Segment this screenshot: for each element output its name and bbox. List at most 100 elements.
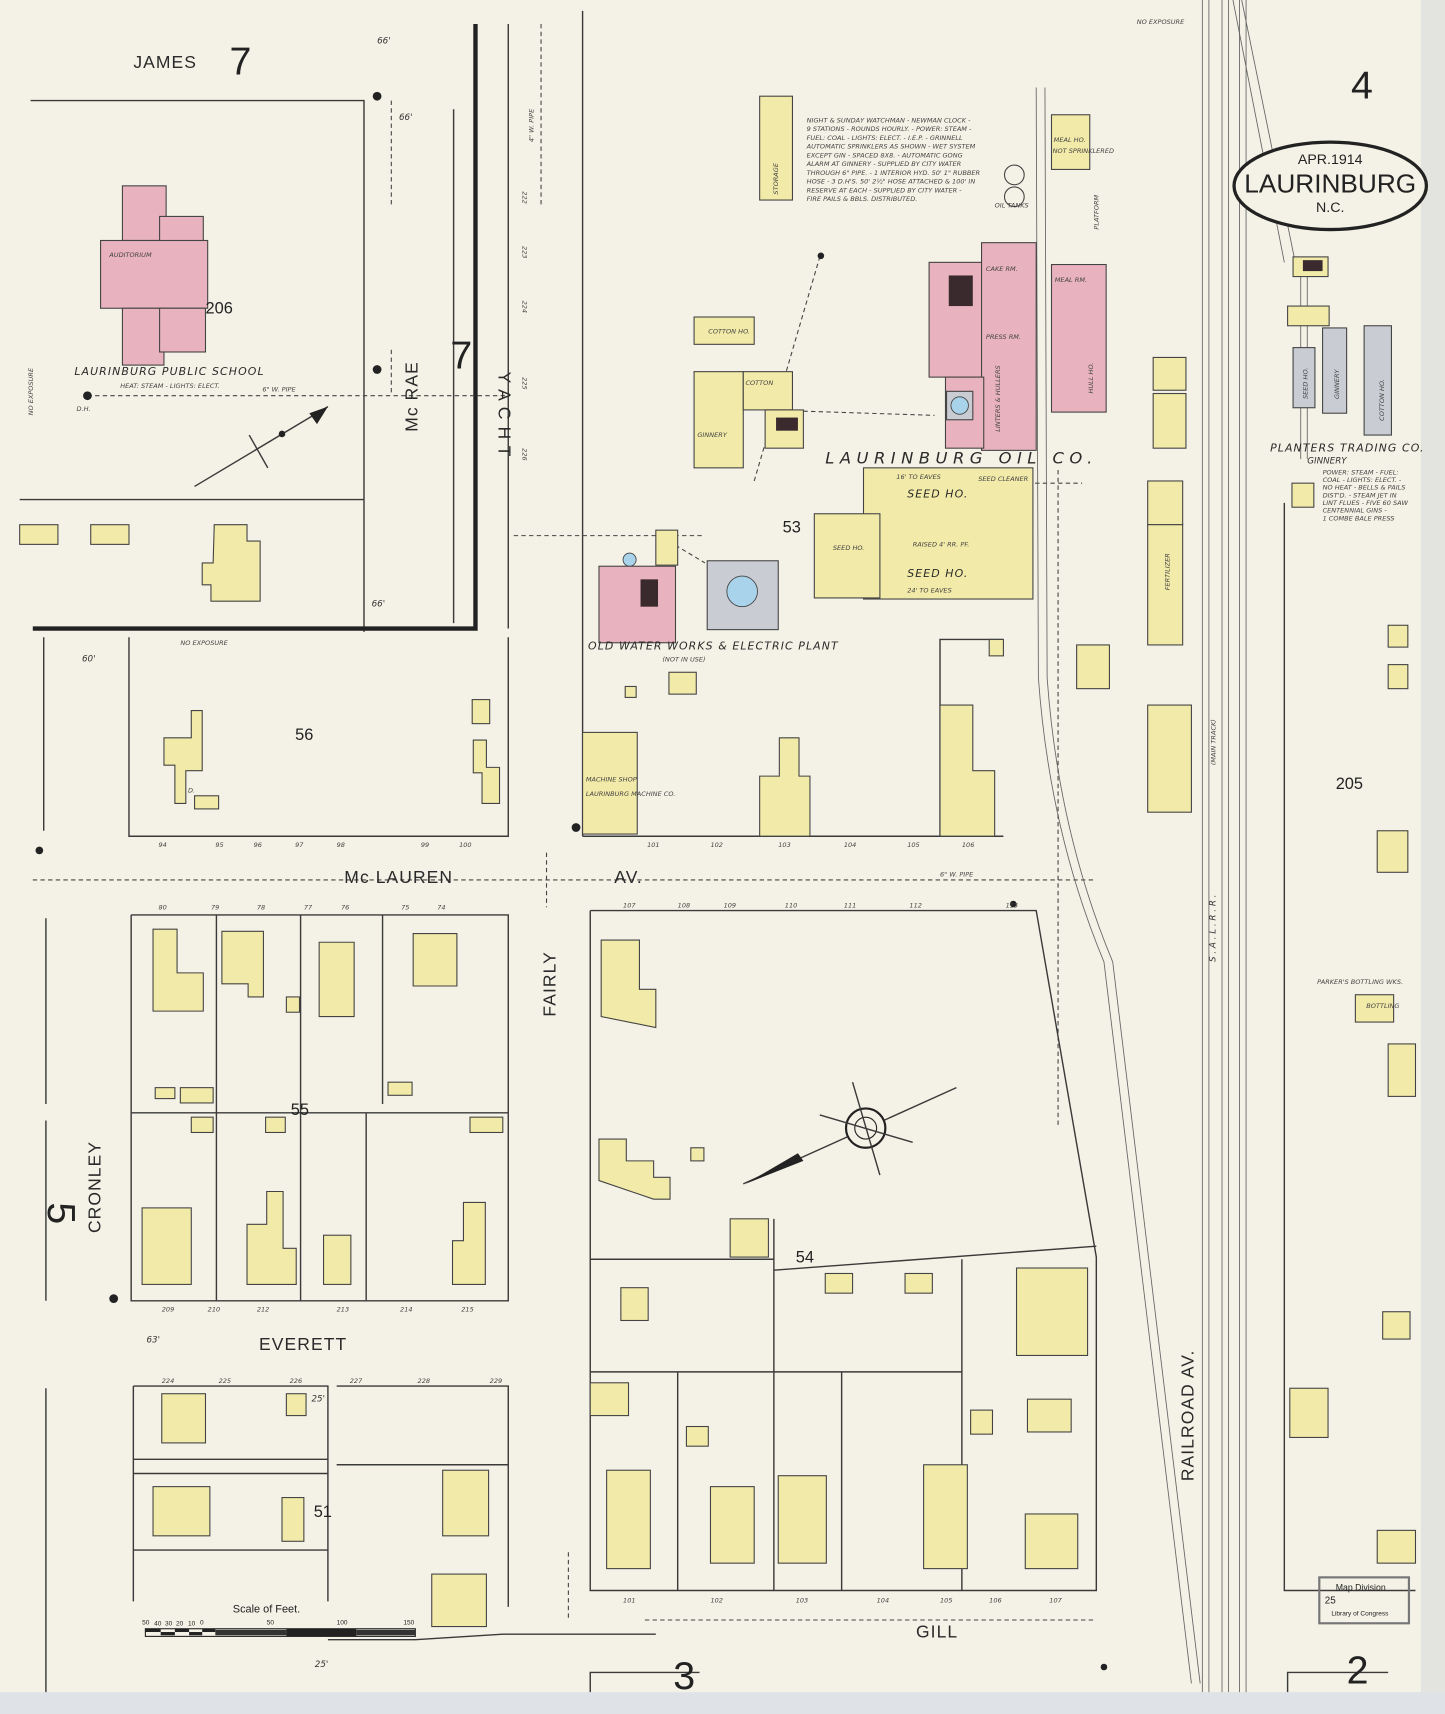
addresses-gill_north-3: 104 bbox=[877, 1597, 889, 1605]
addresses-mclauren_block54-2: 109 bbox=[724, 901, 736, 909]
addresses-everett_north-1: 210 bbox=[208, 1306, 220, 1314]
railroad-name: S . A . L . R . R . bbox=[1208, 895, 1218, 962]
scale-ticks-5: 0 bbox=[200, 1619, 204, 1626]
addresses-everett_south-3: 227 bbox=[350, 1377, 363, 1385]
label-ginnery-oil: GINNERY bbox=[697, 431, 727, 439]
scale-ticks-0: 50 bbox=[142, 1619, 150, 1626]
addresses-everett_south-2: 226 bbox=[290, 1377, 302, 1385]
label-press-rm: PRESS RM. bbox=[986, 333, 1021, 341]
addresses-everett_north-3: 213 bbox=[337, 1306, 349, 1314]
north-arrow-icon bbox=[194, 406, 329, 488]
addresses-yacht_west-1: 223 bbox=[520, 246, 528, 259]
labels-planters_note-6: 1 COMBE BALE PRESS bbox=[1323, 514, 1395, 522]
street-mclauren: Mc LAUREN bbox=[344, 867, 453, 887]
addresses-gill_north-1: 102 bbox=[710, 1597, 722, 1605]
label-cake-rm: CAKE RM. bbox=[986, 265, 1018, 273]
scale-ticks-4: 10 bbox=[188, 1620, 196, 1627]
railroad-main-track: (MAIN TRACK) bbox=[1209, 719, 1217, 765]
addresses-everett_south-0: 224 bbox=[162, 1377, 174, 1385]
block-206: 206 bbox=[205, 300, 232, 318]
title-city: LAURINBURG bbox=[1244, 168, 1416, 198]
addresses-yacht_west-4: 226 bbox=[520, 448, 528, 461]
addresses-everett_north-5: 215 bbox=[461, 1306, 473, 1314]
label-seed-ho-3: SEED HO. bbox=[833, 544, 864, 552]
building-labels: LAURINBURG PUBLIC SCHOOL HEAT: STEAM - L… bbox=[27, 18, 1424, 1010]
label-not-in-use: (NOT IN USE) bbox=[662, 655, 705, 663]
labels-watchman_note-3: AUTOMATIC SPRINKLERS AS SHOWN - WET SYST… bbox=[806, 143, 976, 151]
label-ginnery-pt: GINNERY bbox=[1333, 369, 1341, 399]
block-numbers: 206 56 55 51 53 54 205 bbox=[205, 300, 1363, 1522]
addresses-yacht_west-0: 222 bbox=[520, 191, 528, 204]
addresses-mclauren_north-2: 96 bbox=[254, 841, 262, 849]
label-cotton-ho: COTTON HO. bbox=[708, 327, 750, 335]
labels-planters_note-5: CENTENNIAL GINS - bbox=[1323, 507, 1388, 515]
addresses-everett_north-0: 209 bbox=[162, 1306, 174, 1314]
labels-planters_note-4: LINT FLUES - FIVE 60 SAW bbox=[1323, 499, 1409, 507]
title-date: APR.1914 bbox=[1298, 152, 1363, 168]
labels-watchman_note-4: EXCEPT GIN - SPACED 8X8. - AUTOMATIC GON… bbox=[807, 151, 963, 159]
title-state: N.C. bbox=[1316, 200, 1344, 216]
library-stamp: Map Division 25 Library of Congress bbox=[1318, 1576, 1411, 1625]
buildings bbox=[19, 95, 1417, 1628]
addresses-fairly_block53-5: 106 bbox=[962, 841, 974, 849]
addresses-mclauren_south-1: 79 bbox=[211, 903, 219, 911]
street-mclauren-av: AV. bbox=[614, 867, 643, 887]
addresses-yacht_west-2: 224 bbox=[520, 301, 528, 314]
addresses-mclauren_south-2: 78 bbox=[257, 903, 265, 911]
block-205: 205 bbox=[1336, 775, 1363, 793]
labels-planters_note-1: COAL - LIGHTS: ELECT. - bbox=[1323, 476, 1402, 484]
labels-watchman_note-9: FIRE PAILS & BBLS. DISTRIBUTED. bbox=[807, 195, 918, 203]
scale-ticks-1: 40 bbox=[154, 1620, 162, 1627]
scale-bar: Scale of Feet. 50 40 30 20 10 0 50 100 1… bbox=[142, 1603, 416, 1637]
street-names: JAMES Mc RAE Y A C H T FAIRLY Mc LAUREN … bbox=[85, 52, 1219, 1642]
label-pipe-6-mclauren: 6" W. PIPE bbox=[940, 871, 974, 879]
addresses-everett_south-4: 228 bbox=[418, 1377, 430, 1385]
addresses-mclauren_block54-3: 110 bbox=[785, 901, 797, 909]
label-hull-ho: HULL HO. bbox=[1087, 363, 1095, 394]
addresses-mclauren_south-0: 80 bbox=[158, 903, 166, 911]
map-paper bbox=[0, 0, 1421, 1693]
street-gill: GILL bbox=[916, 1621, 958, 1641]
labels-watchman_note-0: NIGHT & SUNDAY WATCHMAN - NEWMAN CLOCK - bbox=[807, 116, 971, 124]
addresses-mclauren_north-5: 99 bbox=[421, 841, 429, 849]
addresses-everett_south-5: 229 bbox=[490, 1377, 502, 1385]
street-everett: EVERETT bbox=[259, 1334, 347, 1354]
labels-watchman_note-7: HOSE - 3 D.H'S. 50' 2½" HOSE ATTACHED & … bbox=[807, 178, 976, 186]
labels-planters_note-3: DIST'D. - STEAM JET IN bbox=[1323, 491, 1397, 499]
addresses-fairly_block53-4: 105 bbox=[907, 841, 919, 849]
title-cartouche: APR.1914 LAURINBURG N.C. bbox=[1232, 140, 1429, 232]
addresses-everett_north-2: 212 bbox=[257, 1306, 269, 1314]
addresses-mclauren_block54-0: 107 bbox=[623, 901, 636, 909]
label-school-note: HEAT: STEAM - LIGHTS: ELECT. bbox=[120, 382, 220, 390]
addresses-gill_north-2: 103 bbox=[796, 1597, 808, 1605]
street-widths: 66' 66' 66' 60' 25' 25' 63' bbox=[82, 37, 412, 1670]
fire-hydrant-icon bbox=[35, 91, 1108, 1671]
label-meal-rm: MEAL RM. bbox=[1055, 276, 1087, 284]
addresses-fairly_block53-0: 101 bbox=[647, 841, 659, 849]
address-numbers: 94 95 96 97 98 99 100 80 79 78 77 76 75 … bbox=[158, 191, 1062, 1604]
label-dh: D.H. bbox=[77, 405, 91, 413]
label-storage: STORAGE bbox=[772, 162, 780, 194]
addresses-mclauren_block54-6: 113 bbox=[1006, 901, 1018, 909]
scale-ticks-2: 30 bbox=[165, 1620, 173, 1627]
adjoining-sheet-north-east: 7 bbox=[450, 333, 472, 377]
addresses-gill_north-4: 105 bbox=[940, 1597, 952, 1605]
label-oil-co: LAURINBURG OIL CO. bbox=[825, 448, 1098, 467]
street-fairly: FAIRLY bbox=[539, 951, 559, 1016]
label-planters: PLANTERS TRADING CO. bbox=[1270, 441, 1424, 454]
addresses-gill_north-5: 106 bbox=[989, 1597, 1001, 1605]
dimensions-w66a: 66' bbox=[377, 37, 391, 47]
scale-ticks-3: 20 bbox=[176, 1620, 184, 1627]
label-dwelling: D. bbox=[188, 787, 195, 795]
label-machine-co: LAURINBURG MACHINE CO. bbox=[586, 790, 675, 798]
label-linters: LINTERS & HULLERS bbox=[994, 365, 1002, 431]
addresses-mclauren_block54-4: 111 bbox=[844, 901, 856, 909]
label-cotton-ho-pt: COTTON HO. bbox=[1378, 379, 1386, 421]
label-raised: RAISED 4' RR. PF. bbox=[913, 541, 970, 549]
label-eaves-24: 24' TO EAVES bbox=[907, 586, 952, 594]
dimensions-w25a: 25' bbox=[312, 1394, 326, 1404]
addresses-mclauren_south-6: 74 bbox=[437, 903, 445, 911]
dimensions-w60: 60' bbox=[82, 654, 96, 664]
labels-planters_note-0: POWER: STEAM - FUEL: bbox=[1323, 468, 1399, 476]
